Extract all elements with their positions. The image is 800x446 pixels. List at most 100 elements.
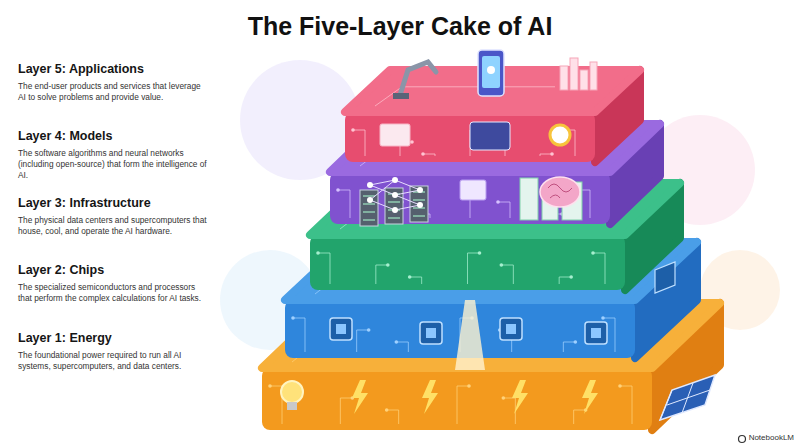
layer-icons [281, 50, 715, 420]
network-node [417, 187, 423, 193]
circuit-dot [408, 275, 412, 279]
screen-icon [460, 180, 486, 200]
network-node [417, 202, 423, 208]
network-node [367, 197, 373, 203]
circuit-dot [291, 316, 295, 320]
layer-text-block: Layer 3: InfrastructureThe physical data… [18, 196, 208, 237]
circuit-dot [367, 328, 371, 332]
dashboard-screen [470, 122, 510, 150]
circuit-dot [421, 152, 425, 156]
circuit-trace [559, 277, 571, 284]
layer-text-block: Layer 1: EnergyThe foundational power re… [18, 331, 208, 372]
layer-heading: Layer 4: Models [18, 129, 208, 144]
chip-icon [330, 318, 352, 340]
network-node [392, 207, 398, 213]
brain-icon [540, 177, 580, 207]
layer-description: The foundational power required to run a… [18, 350, 208, 372]
circuit-trace [357, 330, 369, 352]
chart-ring [550, 125, 570, 145]
watermark: NotebookLM [749, 433, 794, 442]
circuit-dot [502, 396, 506, 400]
chip-icon [585, 322, 607, 344]
circuit-trace [457, 386, 469, 424]
layer-text-block: Layer 2: ChipsThe specialized semiconduc… [18, 263, 208, 304]
circuit-dot [591, 251, 595, 255]
layer-front [310, 235, 625, 290]
chip-core [506, 324, 516, 334]
layer-description: The specialized semiconductors and proce… [18, 282, 208, 304]
server-slot [413, 215, 425, 216]
chip-core [336, 324, 346, 334]
layer-heading: Layer 5: Applications [18, 62, 208, 77]
network-node [367, 182, 373, 188]
circuit-dot [550, 152, 554, 156]
lightbulb-base [287, 402, 297, 410]
server-slot [388, 201, 400, 202]
circuit-trace [353, 130, 365, 156]
city-building [580, 70, 588, 90]
app-screen [380, 124, 410, 146]
lightning-bolt [512, 380, 528, 414]
circuit-dot [395, 340, 399, 344]
city-building [590, 62, 597, 90]
city-building [570, 58, 578, 90]
circuit-dot [336, 188, 340, 192]
circuit-trace [340, 398, 352, 424]
circuit-dot [618, 384, 622, 388]
circuit-trace [410, 277, 422, 284]
circuit-trace [540, 154, 552, 156]
layer-text-block: Layer 5: ApplicationsThe end-user produc… [18, 62, 208, 103]
chip-icon [655, 262, 675, 293]
solar-panel [660, 375, 715, 420]
circuit-dot [574, 340, 578, 344]
city-building [560, 66, 568, 90]
brain-folds [548, 184, 572, 198]
circuit-dot [467, 384, 471, 388]
circuit-dot [385, 408, 389, 412]
network-node [392, 192, 398, 198]
watermark-logo [739, 436, 746, 443]
lightning-bolt [582, 380, 598, 414]
server-slot [388, 217, 400, 218]
circuit-trace [396, 342, 408, 352]
circuit-trace [563, 342, 575, 352]
chip-core [426, 328, 436, 338]
server-slot [363, 195, 375, 196]
circuit-dot [478, 251, 482, 255]
circuit-dot [410, 140, 414, 144]
server-rack [385, 188, 403, 224]
lightning-bolt [352, 380, 368, 414]
phone-icon [478, 50, 504, 96]
server-slot [363, 203, 375, 204]
circuit-trace [338, 190, 350, 218]
circuit-dot [569, 275, 573, 279]
circuit-dot [351, 128, 355, 132]
robot-arm [400, 62, 436, 95]
phone-screen [482, 56, 500, 88]
robot-base [393, 93, 409, 99]
layer-text-block: Layer 4: ModelsThe software algorithms a… [18, 129, 208, 181]
layer-heading: Layer 3: Infrastructure [18, 196, 208, 211]
server-slot [413, 199, 425, 200]
server-slot [363, 219, 375, 220]
layer-description: The end-user products and services that … [18, 81, 208, 103]
network-links [370, 180, 420, 210]
server-slot [363, 211, 375, 212]
chip-core [591, 328, 601, 338]
circuit-dot [386, 263, 390, 267]
layer-description: The software algorithms and neural netwo… [18, 148, 208, 181]
layer-front [262, 368, 652, 430]
cake-layers [262, 70, 720, 430]
circuit-trace [468, 253, 480, 284]
network-node [392, 177, 398, 183]
lightning-bolt [422, 380, 438, 414]
lightbulb-icon [281, 381, 303, 403]
power-beam [455, 300, 485, 370]
chip-icon [420, 322, 442, 344]
circuit-dot [496, 200, 500, 204]
chip-icon [500, 318, 522, 340]
layer-heading: Layer 1: Energy [18, 331, 208, 346]
solar-panel-grid [660, 383, 710, 420]
circuit-trace [574, 410, 586, 424]
circuit-trace [501, 265, 513, 284]
